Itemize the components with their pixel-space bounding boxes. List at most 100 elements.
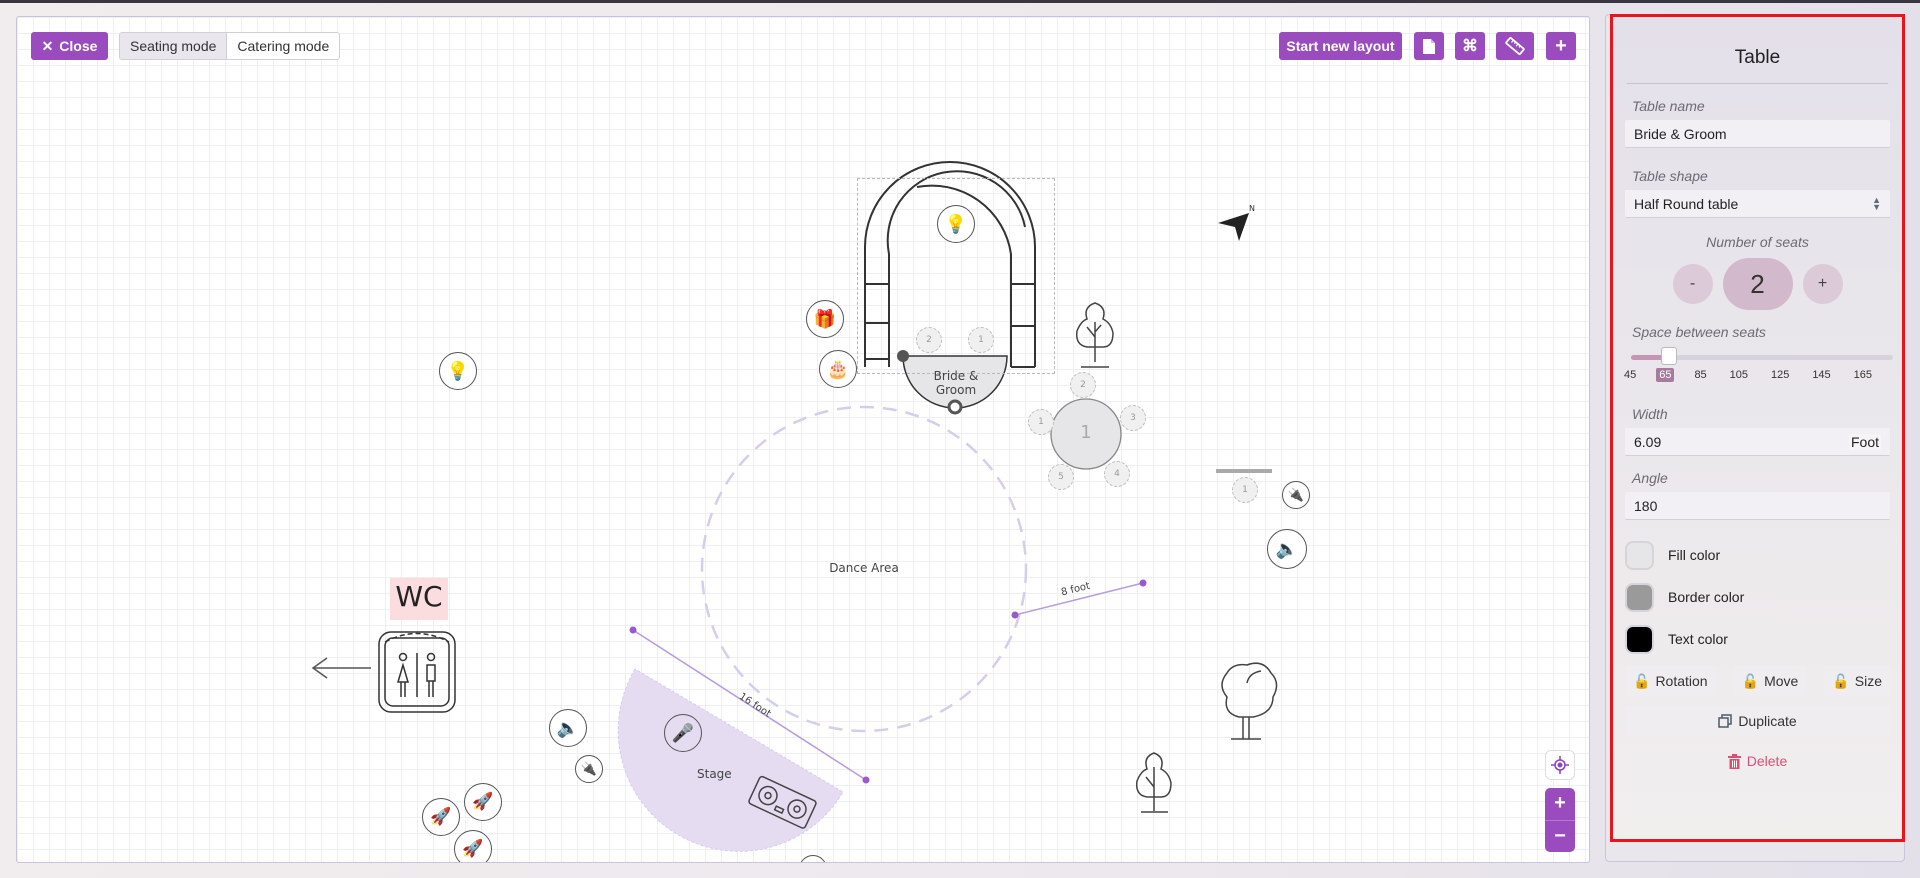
slider-thumb[interactable] bbox=[1661, 347, 1677, 365]
slider-track bbox=[1631, 355, 1893, 360]
delete-button[interactable]: Delete bbox=[1625, 746, 1890, 776]
spacing-label: Space between seats bbox=[1632, 324, 1766, 340]
text-color-swatch[interactable] bbox=[1625, 624, 1654, 654]
tick: 125 bbox=[1770, 369, 1790, 381]
size-lock-button[interactable]: 🔓 Size bbox=[1824, 666, 1890, 696]
seat[interactable]: 5 bbox=[1048, 464, 1074, 490]
seats-minus-button[interactable]: - bbox=[1672, 264, 1713, 304]
close-icon: ✕ bbox=[41, 37, 54, 54]
ruler-icon bbox=[1505, 37, 1525, 55]
power-outlet-icon[interactable]: 🔌 bbox=[575, 755, 603, 783]
seating-mode-button[interactable]: Seating mode bbox=[120, 33, 228, 59]
width-label: Width bbox=[1632, 406, 1668, 422]
file-icon bbox=[1423, 38, 1435, 54]
crosshair-icon bbox=[1551, 756, 1569, 774]
fill-color-row[interactable]: Fill color bbox=[1625, 534, 1890, 576]
firework-icon[interactable]: 🚀 bbox=[422, 798, 460, 836]
spacing-ticks: 45 65 85 105 125 145 165 bbox=[1621, 368, 1875, 382]
export-file-button[interactable] bbox=[1414, 32, 1444, 60]
selection-box bbox=[857, 178, 1055, 374]
svg-text:N: N bbox=[1249, 204, 1255, 213]
spacing-slider[interactable] bbox=[1631, 347, 1893, 365]
tick: 165 bbox=[1853, 369, 1872, 381]
wc-label[interactable]: WC bbox=[395, 580, 443, 613]
measure-button[interactable] bbox=[1496, 32, 1534, 60]
select-arrows-icon: ▲▼ bbox=[1872, 194, 1881, 212]
zoom-in-button[interactable]: + bbox=[1545, 788, 1575, 821]
seats-value: 2 bbox=[1722, 258, 1793, 310]
duplicate-icon bbox=[1718, 714, 1733, 728]
power-outlet-icon[interactable]: 🔌 bbox=[1282, 481, 1310, 509]
speaker-icon[interactable]: 🔈 bbox=[549, 709, 587, 747]
bride-groom-table-label[interactable]: Bride & Groom bbox=[933, 369, 979, 397]
width-unit: Foot bbox=[1848, 433, 1881, 450]
seat[interactable]: 3 bbox=[1120, 405, 1146, 431]
rotation-lock-button[interactable]: 🔓 Rotation bbox=[1625, 666, 1716, 696]
firework-icon[interactable]: 🚀 bbox=[454, 830, 492, 862]
start-new-layout-button[interactable]: Start new layout bbox=[1279, 32, 1402, 60]
seat[interactable]: 1 bbox=[1232, 477, 1258, 503]
lightbulb-icon[interactable]: 💡 bbox=[937, 205, 975, 243]
add-item-button[interactable]: + bbox=[1546, 32, 1576, 60]
seat[interactable]: 1 bbox=[968, 327, 994, 353]
seat[interactable]: 2 bbox=[916, 327, 942, 353]
recenter-button[interactable] bbox=[1545, 750, 1575, 780]
table-properties-panel: Table Table name Bride & Groom Table sha… bbox=[1610, 14, 1905, 842]
fill-color-swatch[interactable] bbox=[1625, 540, 1654, 570]
seats-stepper: - 2 + bbox=[1625, 258, 1890, 310]
zoom-out-button[interactable]: − bbox=[1554, 824, 1566, 847]
command-icon: ⌘ bbox=[1462, 38, 1478, 55]
panel-title: Table bbox=[1627, 17, 1888, 84]
floor-plan-canvas[interactable]: ✕ Close Seating mode Catering mode Start… bbox=[16, 16, 1590, 863]
dance-area-label[interactable]: Dance Area bbox=[829, 561, 899, 575]
tree-icon bbox=[1075, 302, 1114, 368]
text-color-row[interactable]: Text color bbox=[1625, 618, 1890, 660]
catering-mode-button[interactable]: Catering mode bbox=[237, 38, 330, 54]
width-input[interactable]: 6.09 Foot bbox=[1625, 428, 1890, 456]
firework-icon[interactable]: 🚀 bbox=[464, 783, 502, 821]
cake-icon[interactable]: 🎂 bbox=[819, 350, 857, 388]
tick: 145 bbox=[1812, 369, 1831, 381]
compass-icon bbox=[1218, 213, 1249, 241]
zoom-controls: + − bbox=[1545, 788, 1575, 852]
border-color-row[interactable]: Border color bbox=[1625, 576, 1890, 618]
wc-icon bbox=[378, 631, 456, 713]
angle-input[interactable]: 180 bbox=[1625, 492, 1890, 520]
seat[interactable]: 1 bbox=[1028, 409, 1054, 435]
stage-shape bbox=[617, 668, 844, 852]
round-table-1-shape bbox=[1050, 398, 1122, 470]
angle-label: Angle bbox=[1632, 470, 1668, 486]
trash-icon bbox=[1727, 753, 1741, 769]
duplicate-button[interactable]: Duplicate bbox=[1625, 706, 1890, 736]
table-shape-select[interactable]: Half Round table ▲▼ bbox=[1625, 190, 1890, 218]
border-color-swatch[interactable] bbox=[1625, 582, 1654, 612]
tick: 85 bbox=[1694, 369, 1707, 381]
window-top-edge bbox=[0, 0, 1920, 3]
slider-fill bbox=[1631, 355, 1669, 360]
dance-area-outline bbox=[700, 405, 1028, 733]
seats-plus-button[interactable]: + bbox=[1802, 264, 1843, 304]
tree-icon bbox=[1221, 662, 1278, 740]
speaker-icon[interactable]: 🔈 bbox=[1267, 529, 1307, 569]
microphone-icon[interactable]: 🎤 bbox=[664, 714, 702, 752]
dj-deck-icon bbox=[748, 775, 817, 829]
lock-toggles: 🔓 Rotation 🔓 Move 🔓 Size bbox=[1625, 666, 1890, 696]
seat[interactable]: 4 bbox=[1104, 461, 1130, 487]
lightbulb-icon[interactable]: 💡 bbox=[439, 352, 477, 390]
tick: 105 bbox=[1729, 369, 1749, 381]
gift-icon[interactable]: 🎁 bbox=[806, 300, 844, 338]
seat[interactable]: 2 bbox=[1070, 372, 1096, 398]
shortcuts-button[interactable]: ⌘ bbox=[1455, 32, 1485, 60]
color-options: Fill color Border color Text color bbox=[1625, 534, 1890, 660]
unlock-icon: 🔓 bbox=[1633, 672, 1651, 689]
round-table-number[interactable]: 1 bbox=[1080, 422, 1092, 443]
arch-decoration bbox=[864, 161, 1036, 368]
seats-label: Number of seats bbox=[1706, 234, 1809, 250]
move-lock-button[interactable]: 🔓 Move bbox=[1733, 666, 1807, 696]
table-shape-label: Table shape bbox=[1632, 168, 1708, 184]
table-name-input[interactable]: Bride & Groom bbox=[1625, 120, 1890, 148]
stage-label[interactable]: Stage bbox=[697, 767, 732, 781]
close-button[interactable]: ✕ Close bbox=[31, 32, 108, 60]
mode-toggle: Seating mode Catering mode bbox=[119, 32, 341, 60]
scene-graphics: N bbox=[311, 161, 1278, 852]
